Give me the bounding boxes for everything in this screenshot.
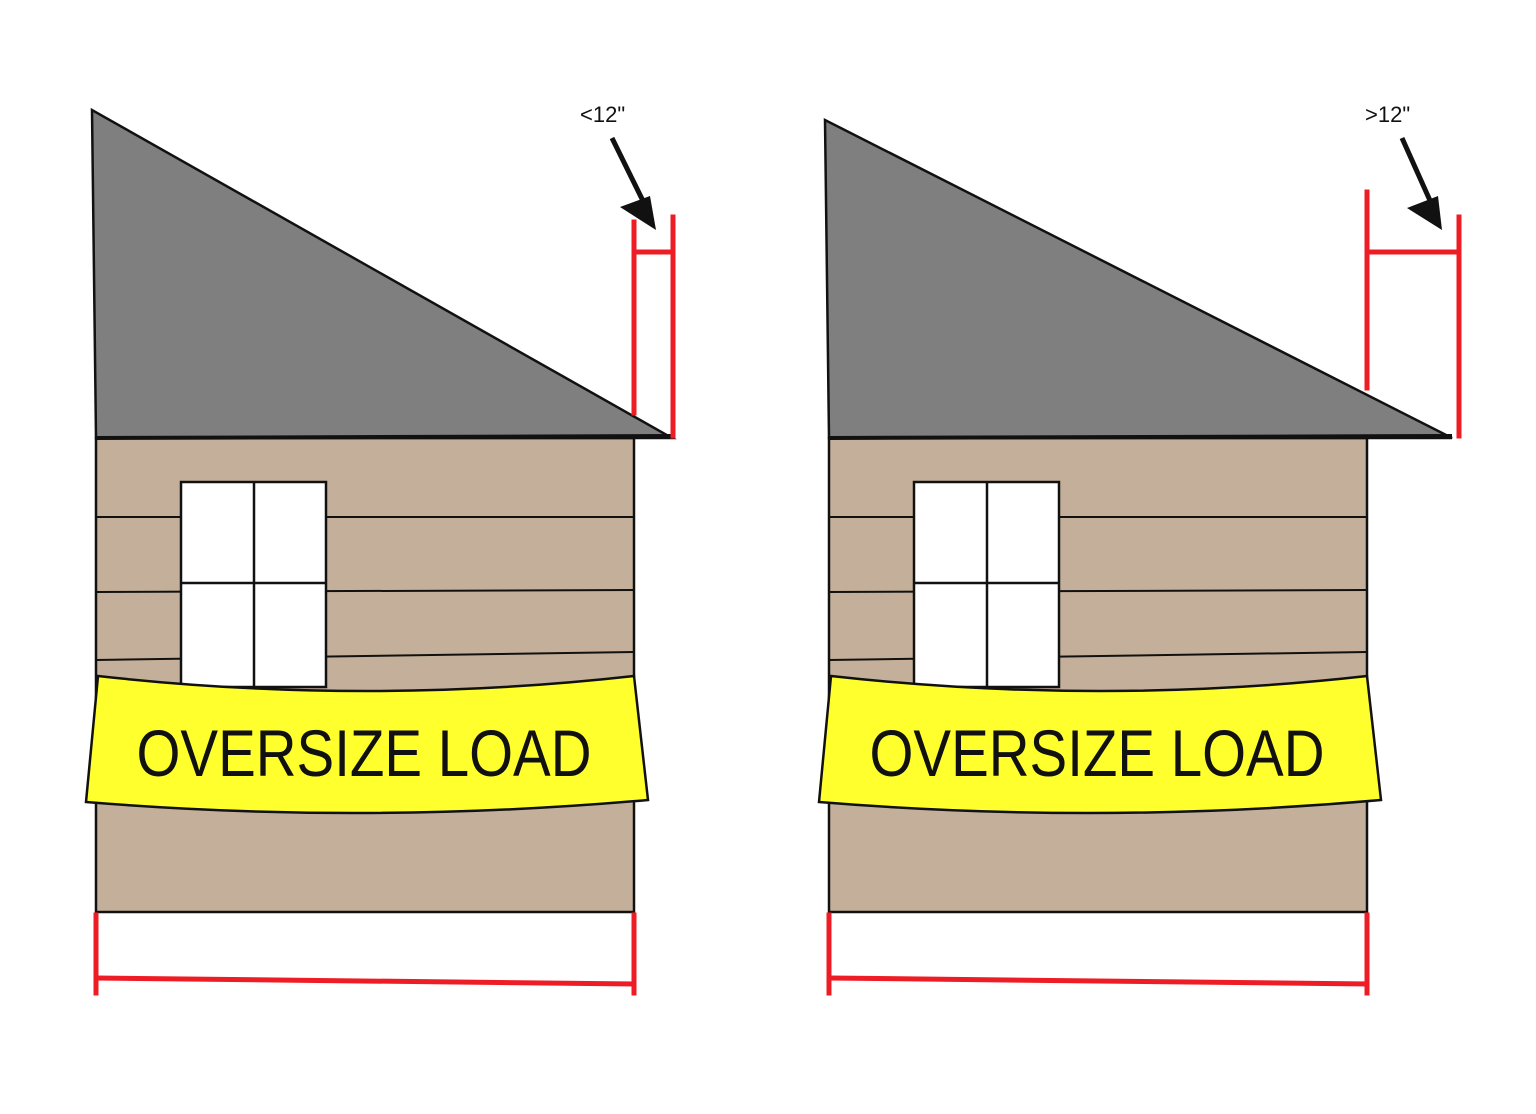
house-right: OVERSIZE LOAD >12" — [817, 102, 1462, 996]
oversize-banner-right — [817, 674, 1383, 815]
window-left — [179, 480, 328, 689]
house-wall-right — [827, 436, 1369, 914]
width-dimension-right — [826, 912, 1370, 996]
width-dimension-left — [93, 912, 637, 996]
overhang-dimension-left — [631, 214, 676, 439]
banner-text-right: OVERSIZE LOAD — [870, 716, 1325, 790]
banner-text-left: OVERSIZE LOAD — [137, 716, 592, 790]
roof-right — [823, 117, 1453, 440]
measurement-label-right: >12" — [1365, 102, 1410, 127]
roof-eave-left — [95, 434, 673, 440]
pointer-arrow-right — [1399, 136, 1442, 230]
pointer-arrow-left — [609, 136, 656, 230]
house-left: OVERSIZE LOAD <12" — [84, 102, 677, 996]
roof-left — [90, 107, 677, 440]
roof-eave-right — [828, 434, 1453, 440]
house-wall-left — [94, 436, 636, 914]
window-right — [912, 480, 1061, 689]
measurement-label-left: <12" — [580, 102, 625, 127]
oversize-banner-left — [84, 674, 650, 815]
overhang-dimension-right — [1364, 189, 1462, 439]
